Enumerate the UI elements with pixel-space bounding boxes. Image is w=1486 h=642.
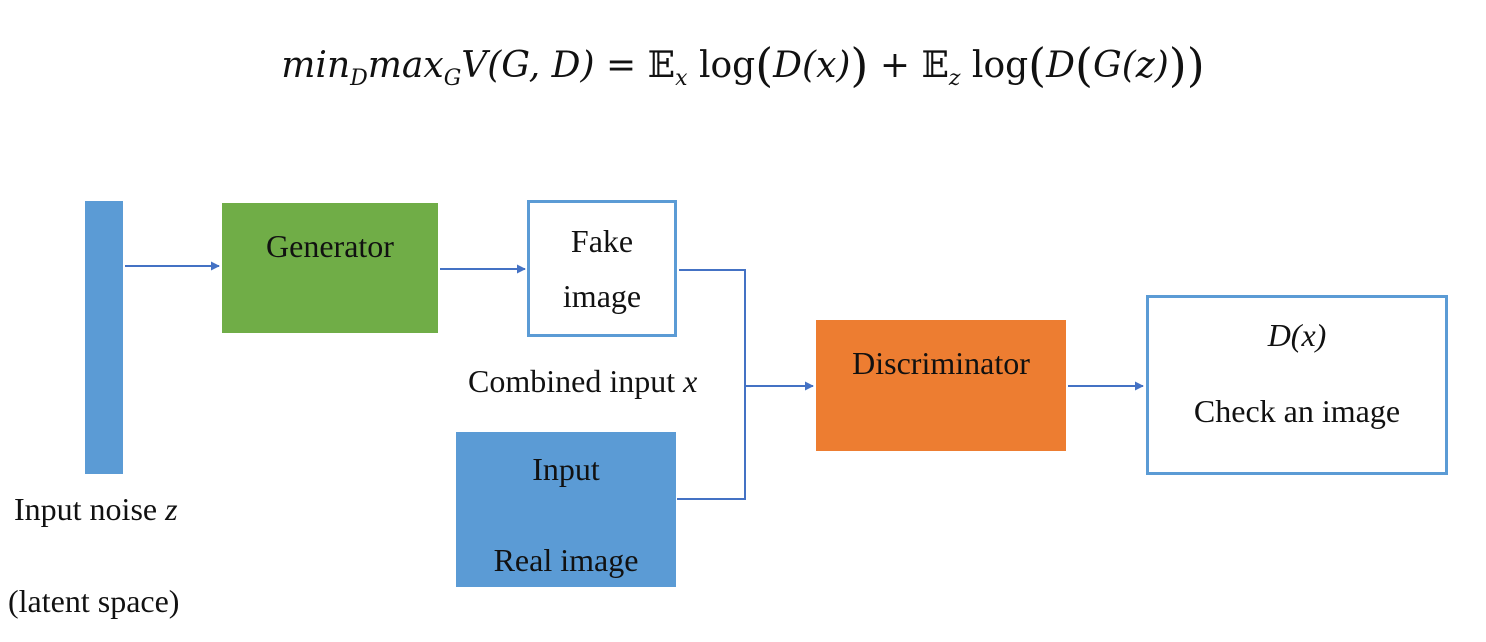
connector-fake-to-merge xyxy=(679,269,746,386)
discriminator-label: Discriminator xyxy=(852,345,1030,381)
output-node: D(x) Check an image xyxy=(1146,295,1448,475)
fake-image-label-line1: Fake xyxy=(570,223,634,260)
real-image-node: Input Real image xyxy=(456,432,676,587)
real-image-label-line2: Real image xyxy=(493,541,639,578)
real-image-label-line1: Input xyxy=(532,451,600,487)
latent-space-label: (latent space) xyxy=(8,583,180,619)
output-label-check: Check an image xyxy=(1193,393,1401,430)
fake-image-label-line2: image xyxy=(562,277,642,314)
generator-node: Generator xyxy=(222,203,438,333)
output-label-dx: D(x) xyxy=(1267,317,1327,353)
fake-image-node: Fake image xyxy=(527,200,677,337)
generator-label: Generator xyxy=(266,228,394,264)
discriminator-node: Discriminator xyxy=(816,320,1066,451)
combined-input-label: Combined input x xyxy=(468,363,698,399)
connector-real-to-merge xyxy=(677,386,746,500)
input-noise-label: Input noise z xyxy=(14,491,178,527)
objective-formula: minDmaxGV(G, D) = 𝔼x log(D(x)) + 𝔼z log(… xyxy=(281,38,1205,92)
input-noise-bar xyxy=(85,201,123,474)
